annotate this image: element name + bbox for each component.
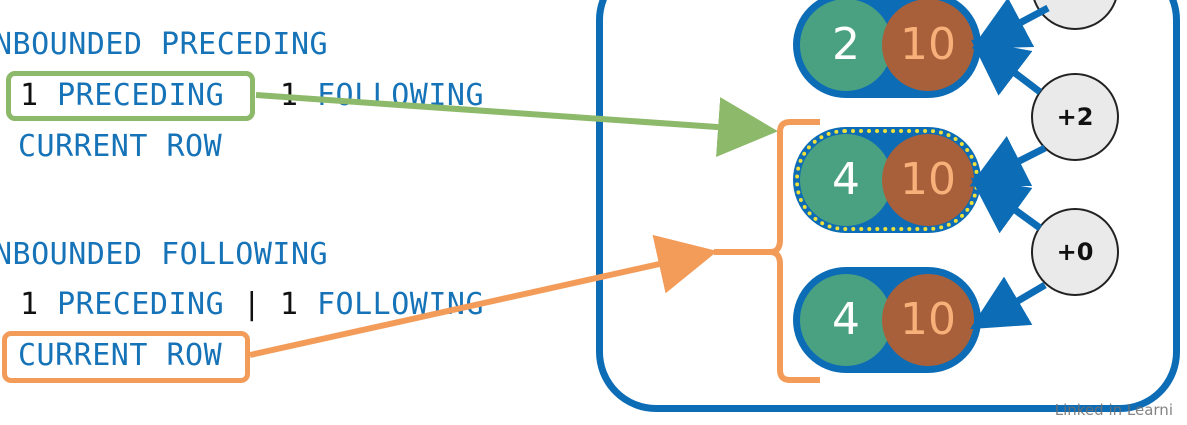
- code-line-current-row-1: CURRENT ROW: [18, 129, 223, 164]
- code-line-unbounded-following: NBOUNDED FOLLOWING: [0, 237, 329, 272]
- orange-arrow: [249, 234, 718, 358]
- range-start-number: 1: [20, 78, 39, 113]
- blue-arrow: [970, 177, 1043, 234]
- preceding-keyword: PRECEDING: [57, 287, 225, 322]
- delta-circle-plus2: +2: [1031, 73, 1119, 161]
- row-pill-3: 4 10: [793, 267, 981, 373]
- row-pill-1: 2 10: [793, 0, 981, 98]
- following-keyword: FOLLOWING: [317, 287, 485, 322]
- range-end-number: 1: [279, 287, 299, 322]
- code-line-unbounded-preceding: NBOUNDED PRECEDING: [0, 27, 329, 62]
- code-line-current-row-2: CURRENT ROW: [18, 338, 223, 373]
- delta-circle-plus0: +0: [1031, 208, 1119, 296]
- orange-highlight-box: [2, 331, 250, 383]
- separator: |: [242, 287, 262, 322]
- orange-brace: [714, 119, 820, 383]
- rows-panel: [596, 0, 1180, 412]
- row-value-circle: 10: [882, 274, 974, 366]
- blue-arrow: [970, 39, 1043, 96]
- code-line-range-2: 1 PRECEDING | 1 FOLLOWING: [20, 290, 484, 320]
- green-arrow: [255, 92, 778, 158]
- row-value-circle: 10: [882, 0, 974, 91]
- preceding-keyword: PRECEDING: [57, 78, 225, 113]
- range-start-number: 1: [20, 287, 39, 322]
- blue-arrow: [971, 0, 1050, 49]
- green-highlight-box: [6, 71, 255, 121]
- row-value-circle: 4: [800, 274, 892, 366]
- blue-arrow: [969, 276, 1047, 330]
- row-value-circle: 2: [800, 0, 892, 91]
- linkedin-learning-watermark: Linked in Learni: [1054, 401, 1173, 419]
- blue-arrow: [969, 136, 1047, 187]
